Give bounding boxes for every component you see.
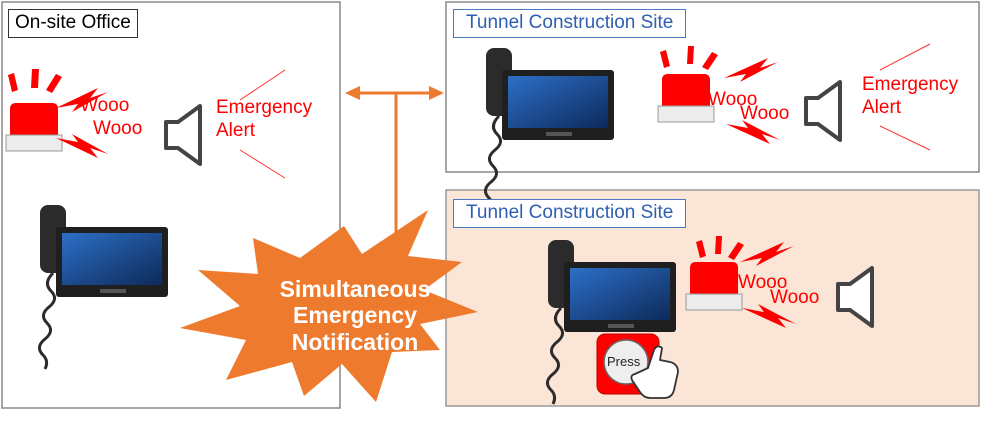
notification-burst — [180, 210, 478, 402]
tunnel-top-label: Tunnel Construction Site — [453, 9, 687, 38]
siren-icon — [657, 73, 715, 123]
siren-icon — [5, 102, 63, 152]
emergency-alert-text: Alert — [216, 120, 256, 141]
emergency-alert-text: Emergency — [216, 97, 313, 118]
tunnel-bottom-label: Tunnel Construction Site — [453, 199, 687, 228]
alert-sound-text: Wooo — [740, 103, 790, 124]
notification-line: Emergency — [292, 302, 417, 329]
alert-sound-text: Wooo — [770, 287, 820, 308]
hand-pointer-icon — [630, 345, 679, 399]
alert-sound-text: Wooo — [708, 89, 758, 110]
alert-sound-text: Wooo — [738, 272, 788, 293]
notification-line: Notification — [291, 328, 419, 355]
alert-sound-text: Wooo — [80, 95, 130, 116]
notification-title: Simultaneous Emergency Notification — [245, 276, 465, 355]
alarm-waves-icon — [740, 242, 796, 328]
alarm-waves-icon — [56, 88, 108, 158]
intercom-phone-icon — [483, 46, 616, 214]
notification-line: Simultaneous — [279, 276, 431, 302]
siren-rays-icon — [696, 236, 744, 260]
emergency-alert-text: Alert — [862, 97, 902, 118]
connection-arrow — [345, 86, 444, 255]
siren-rays-icon — [8, 69, 62, 93]
emergency-alert-text: Emergency — [862, 74, 959, 95]
press-label: Press — [607, 354, 641, 369]
alarm-waves-icon — [724, 58, 780, 144]
siren-icon — [685, 261, 743, 311]
onsite-office-label: On-site Office — [8, 9, 138, 38]
siren-rays-icon — [660, 46, 718, 70]
alert-sound-text: Wooo — [93, 118, 143, 139]
